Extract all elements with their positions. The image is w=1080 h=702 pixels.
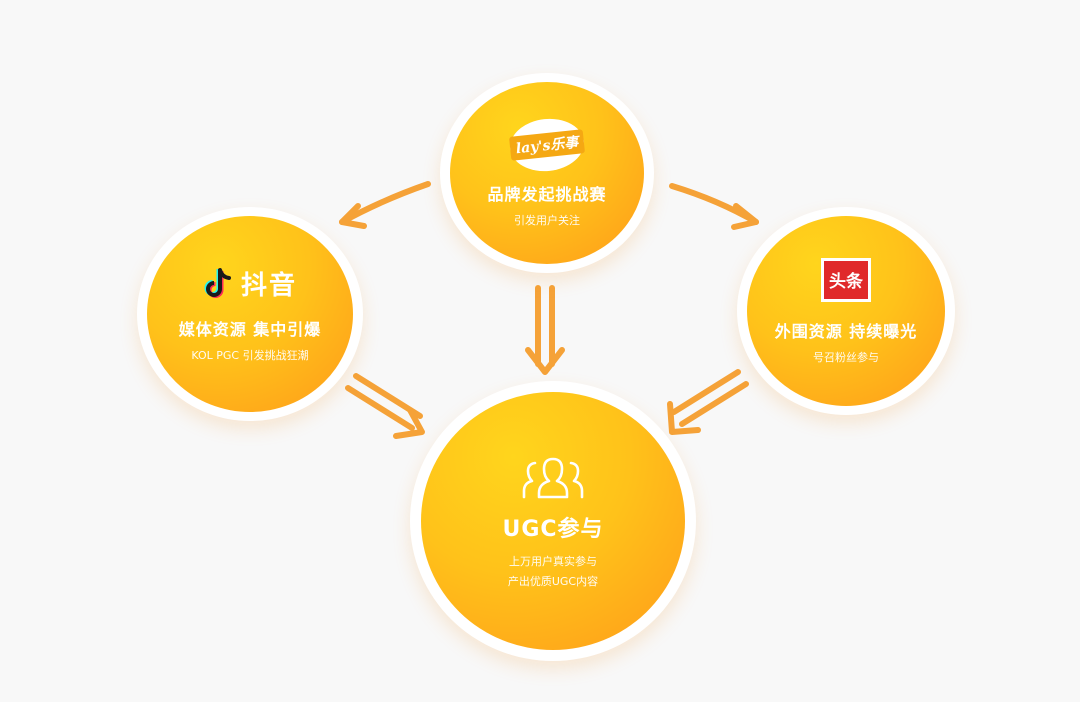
node-douyin-subtitle: KOL PGC 引发挑战狂潮 — [191, 349, 309, 362]
node-brand-disc: lay's乐事 品牌发起挑战赛 引发用户关注 — [450, 82, 644, 264]
people-group-icon — [522, 457, 584, 499]
node-toutiao-title: 外围资源 持续曝光 — [774, 321, 918, 341]
node-brand-subtitle: 引发用户关注 — [514, 213, 580, 227]
node-brand-title: 品牌发起挑战赛 — [487, 184, 607, 204]
lays-logo: lay's乐事 — [507, 114, 587, 175]
node-ugc-title: UGC参与 — [502, 517, 604, 542]
arrow-brand-to-toutiao — [669, 183, 759, 230]
node-toutiao-subtitle: 号召粉丝参与 — [813, 350, 879, 364]
arrow-toutiao-to-ugc — [667, 369, 749, 435]
node-toutiao-exposure: 头条 外围资源 持续曝光 号召粉丝参与 — [737, 207, 955, 415]
node-douyin-disc: 抖音 媒体资源 集中引爆 KOL PGC 引发挑战狂潮 — [147, 216, 353, 412]
node-douyin-media: 抖音 媒体资源 集中引爆 KOL PGC 引发挑战狂潮 — [137, 207, 363, 421]
douyin-note-icon — [204, 267, 231, 298]
toutiao-logo: 头条 — [821, 257, 871, 302]
node-ugc-subtitle-line1: 上万用户真实参与 — [509, 555, 597, 568]
arrow-brand-to-ugc — [525, 285, 565, 375]
node-ugc-participation: UGC参与 上万用户真实参与 产出优质UGC内容 — [410, 381, 696, 661]
arrow-douyin-to-ugc — [345, 373, 425, 439]
node-toutiao-disc: 头条 外围资源 持续曝光 号召粉丝参与 — [747, 216, 945, 406]
node-brand-challenge: lay's乐事 品牌发起挑战赛 引发用户关注 — [440, 73, 654, 273]
node-ugc-subtitle-line2: 产出优质UGC内容 — [507, 575, 599, 588]
node-ugc-disc: UGC参与 上万用户真实参与 产出优质UGC内容 — [421, 392, 685, 650]
arrow-brand-to-douyin — [339, 181, 431, 229]
lays-logo-text: lay's乐事 — [508, 128, 586, 161]
node-douyin-title: 媒体资源 集中引爆 — [178, 320, 322, 339]
douyin-logo-text: 抖音 — [240, 271, 297, 301]
douyin-logo: 抖音 — [203, 265, 297, 302]
